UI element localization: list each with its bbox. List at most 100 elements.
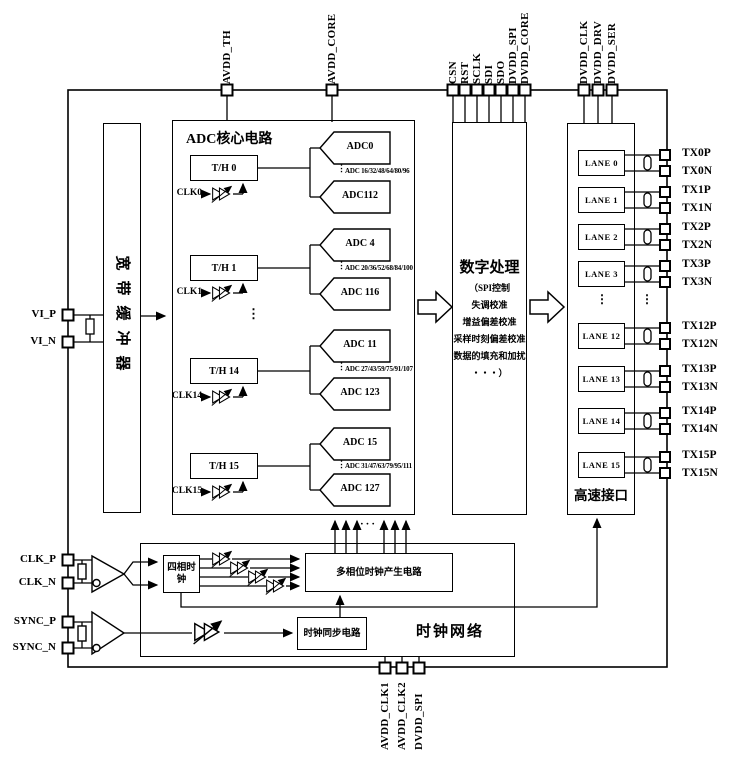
pin-label-tx2n: TX2N: [682, 239, 713, 251]
adc-label: ADC 116: [340, 287, 380, 298]
analog-input-wires: [73, 311, 167, 343]
digital-processing-title: 数字处理: [459, 260, 520, 276]
clock-network-block: [140, 543, 515, 657]
lane-block: LANE 2: [578, 224, 625, 250]
bond-pads: [61, 83, 671, 675]
hsif-block: [567, 123, 635, 515]
adc-label: ADC0: [346, 141, 374, 152]
clock-network-title: 时钟网络: [415, 624, 484, 640]
delay-adjust-icons: [193, 185, 287, 645]
lane-block: LANE 12: [578, 323, 625, 349]
wideband-buffer-label: 宽带缓冲器: [114, 255, 130, 381]
pin-label-avdd-core: AVDD_CORE: [326, 13, 338, 84]
hsif-title: 高速接口: [574, 488, 628, 503]
pin-label-sync-p: SYNC_P: [13, 615, 56, 627]
pin-label-tx12n: TX12N: [682, 338, 718, 350]
clock-sync-block: 时钟同步电路: [297, 617, 367, 650]
vdots: ⋮: [247, 306, 260, 321]
pin-label-clk-n: CLK_N: [18, 576, 56, 588]
lane-block: LANE 14: [578, 408, 625, 434]
termination-resistor-icon: [85, 318, 95, 335]
diff-buffer-icons: [77, 554, 126, 656]
vdots: ⋮: [337, 459, 346, 469]
adc-label: ADC 4: [345, 238, 375, 249]
pin-label-clk-p: CLK_P: [19, 553, 56, 565]
pin-label-tx0p: TX0P: [682, 147, 711, 159]
adc-pentagon-shapes: [319, 131, 391, 507]
four-phase-clock-block: 四相时钟: [163, 555, 200, 593]
chip-outline: [67, 89, 668, 668]
adc-label: ADC 11: [343, 339, 377, 350]
pin-label-tx14n: TX14N: [682, 423, 718, 435]
pin-label-tx3p: TX3P: [682, 258, 711, 270]
digital-detail-line: ・・・）: [471, 368, 508, 378]
pin-label-vi-n: VI_N: [30, 335, 56, 347]
vdots: ⋮: [596, 292, 608, 306]
lane-block: LANE 15: [578, 452, 625, 478]
digital-detail-line: 数据的填充和加扰: [453, 351, 526, 361]
pin-label-tx2p: TX2P: [682, 221, 711, 233]
adc-label: ADC 127: [340, 483, 380, 494]
lane-block: LANE 13: [578, 366, 625, 392]
pin-label-vi-p: VI_P: [31, 308, 56, 320]
adc-core-block: [172, 120, 415, 515]
lane-block: LANE 0: [578, 150, 625, 176]
digital-detail-line: 失调校准: [471, 300, 508, 310]
clk-label: CLK0: [176, 188, 202, 198]
digital-processing-block: [452, 122, 527, 515]
adc-label: ADC112: [341, 190, 379, 201]
supply-and-spi-wires: [226, 95, 613, 663]
pin-label-sync-n: SYNC_N: [12, 641, 56, 653]
pin-label-tx14p: TX14P: [682, 405, 717, 417]
vdots: ⋮: [641, 292, 653, 306]
lane-block: LANE 1: [578, 187, 625, 213]
pin-label-tx15p: TX15P: [682, 449, 717, 461]
vdots: ⋮: [337, 163, 346, 173]
pin-label-tx1p: TX1P: [682, 184, 711, 196]
pin-label-tx0n: TX0N: [682, 165, 713, 177]
th-block-1: T/H 1: [190, 255, 258, 281]
wideband-buffer-block: [103, 123, 141, 513]
pin-label-tx3n: TX3N: [682, 276, 713, 288]
adc-interleave-list: ADC 20/36/52/68/84/100: [345, 264, 413, 272]
th-block-15: T/H 15: [190, 453, 258, 479]
pin-label-dvdd-ser: DVDD_SER: [606, 22, 618, 84]
lane-block: LANE 3: [578, 261, 625, 287]
vdots: ⋮: [337, 361, 346, 371]
adc-core-title: ADC核心电路: [186, 132, 273, 147]
digital-detail-line: 采样时刻偏差校准: [453, 334, 526, 344]
th-block-14: T/H 14: [190, 358, 258, 384]
termination-resistor-icon: [77, 625, 87, 642]
pin-label-avdd-clk1: AVDD_CLK1: [379, 682, 391, 750]
digital-detail-line: （SPI控制: [468, 283, 510, 293]
adc-core-wires: [200, 147, 320, 497]
vdots: ⋮: [337, 260, 346, 270]
pin-label-tx15n: TX15N: [682, 467, 718, 479]
clk-label: CLK1: [176, 287, 202, 297]
pin-label-dvdd-clk: DVDD_CLK: [578, 20, 590, 84]
pin-label-dvdd-drv: DVDD_DRV: [592, 20, 604, 84]
pin-label-avdd-clk2: AVDD_CLK2: [396, 682, 408, 750]
clk-label: CLK14: [171, 391, 202, 401]
pin-label-tx12p: TX12P: [682, 320, 717, 332]
clk-label: CLK15: [171, 486, 202, 496]
pin-label-avdd-th: AVDD_TH: [221, 30, 233, 84]
adc-label: ADC 15: [342, 437, 378, 448]
pin-label-tx13n: TX13N: [682, 381, 718, 393]
pin-label-dvdd-spi-bottom: DVDD_SPI: [413, 693, 425, 750]
adc-interleave-list: ADC 16/32/48/64/80/96: [345, 167, 410, 175]
pin-label-dvdd-core: DVDD_CORE: [519, 12, 531, 84]
sync-buffer-icon: [91, 610, 126, 656]
termination-resistor-icon: [77, 563, 87, 580]
data-flow-arrow-icons: [417, 290, 566, 324]
inverting-bubble-icon: [92, 578, 101, 588]
multiphase-clock-gen-block: 多相位时钟产生电路: [305, 553, 453, 592]
hdots: ···: [360, 518, 378, 530]
inverting-bubble-icon: [92, 643, 101, 653]
adc-label: ADC 123: [340, 387, 380, 398]
lane-output-wires: [625, 154, 660, 474]
th-block-0: T/H 0: [190, 155, 258, 181]
digital-detail-line: 增益偏差校准: [462, 317, 517, 327]
